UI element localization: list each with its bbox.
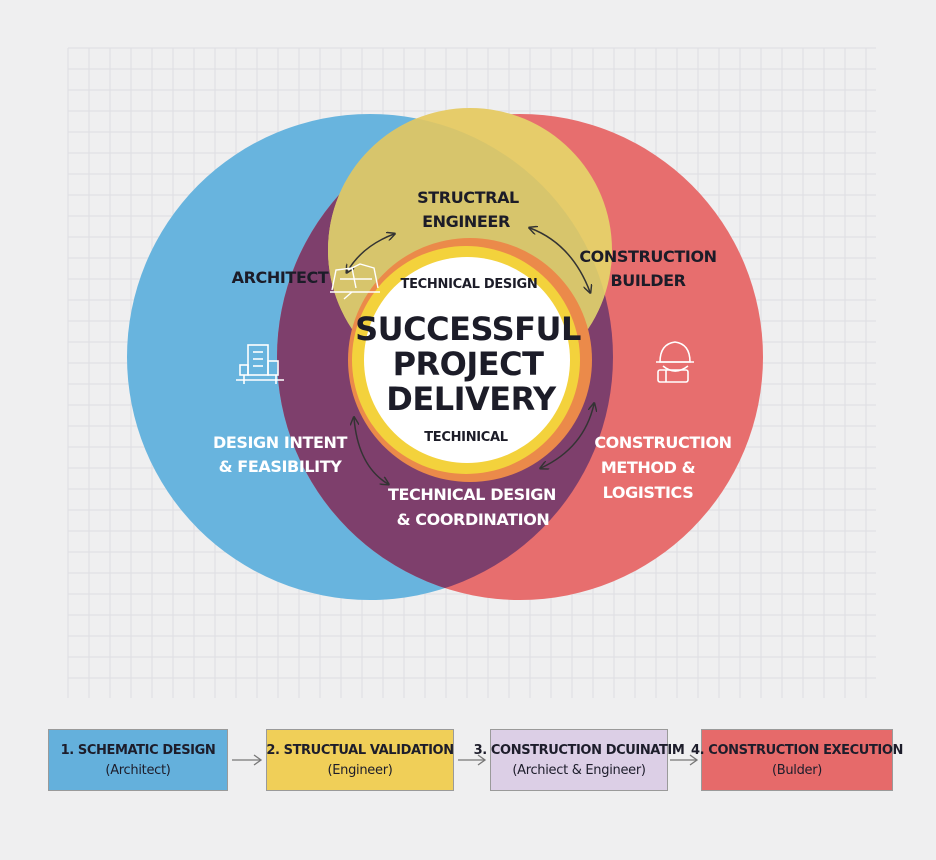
- step-4-title: 4. CONSTRUCTION EXECUTION: [691, 742, 903, 758]
- step-3-title: 3. CONSTRUCTION DCUINATIM: [473, 742, 685, 758]
- building-icon: [236, 344, 284, 384]
- center-disc: [364, 257, 570, 463]
- center-top-label: TECHNICAL DESIGN: [401, 277, 538, 292]
- labels: ARCHITECT STRUCTRAL ENGINEER CONSTRUCTIO…: [232, 188, 717, 290]
- builder-title-line1: CONSTRUCTION: [579, 247, 716, 266]
- step-1-title: 1. SCHEMATIC DESIGN: [60, 742, 216, 758]
- center-bottom-label: TECHINICAL: [424, 430, 508, 445]
- center-title-line1: SUCCESSFUL: [355, 310, 581, 348]
- builder-focus-line3: LOGISTICS: [603, 483, 694, 502]
- overlap-bottom-line2: & COORDINATION: [397, 510, 550, 529]
- step-1-subtitle: (Architect): [105, 762, 171, 778]
- hardhat-icon: [656, 341, 694, 383]
- step-3-box: 3. CONSTRUCTION DCUINATIM (Archiect & En…: [474, 729, 685, 791]
- engineer-title-line2: ENGINEER: [422, 212, 510, 231]
- overlap-bottom-line1: TECHNICAL DESIGN: [388, 485, 556, 504]
- arrow-builder-bottom: [541, 404, 594, 468]
- step-arrow-3: [670, 754, 699, 766]
- step-2-title: 2. STRUCTUAL VALIDATION: [266, 742, 454, 758]
- structure-icon: [330, 263, 380, 300]
- architect-title: ARCHITECT: [232, 268, 329, 287]
- builder-title-line2: BUILDER: [610, 271, 685, 290]
- step-1-box: 1. SCHEMATIC DESIGN (Architect): [48, 729, 228, 791]
- builder-focus-line2: METHOD &: [601, 458, 696, 477]
- center-title-line2: PROJECT: [393, 345, 545, 383]
- step-2-box: 2. STRUCTUAL VALIDATION (Engineer): [266, 729, 454, 791]
- step-arrow-1: [232, 754, 263, 766]
- arrow-bottom-architect: [354, 418, 388, 484]
- step-arrow-2: [458, 754, 487, 766]
- center-title-line3: DELIVERY: [386, 380, 557, 418]
- step-3-subtitle: (Archiect & Engineer): [512, 762, 646, 778]
- engineer-title-line1: STRUCTRAL: [417, 188, 519, 207]
- arrow-engineer-builder: [530, 228, 590, 292]
- architect-focus-line2: & FEASIBILITY: [219, 457, 343, 476]
- builder-focus-line1: CONSTRUCTION: [594, 433, 731, 452]
- step-4-subtitle: (Bulder): [771, 762, 823, 778]
- step-4-box: 4. CONSTRUCTION EXECUTION (Bulder): [691, 729, 903, 791]
- architect-focus-line1: DESIGN INTENT: [213, 433, 348, 452]
- step-2-subtitle: (Engineer): [327, 762, 393, 778]
